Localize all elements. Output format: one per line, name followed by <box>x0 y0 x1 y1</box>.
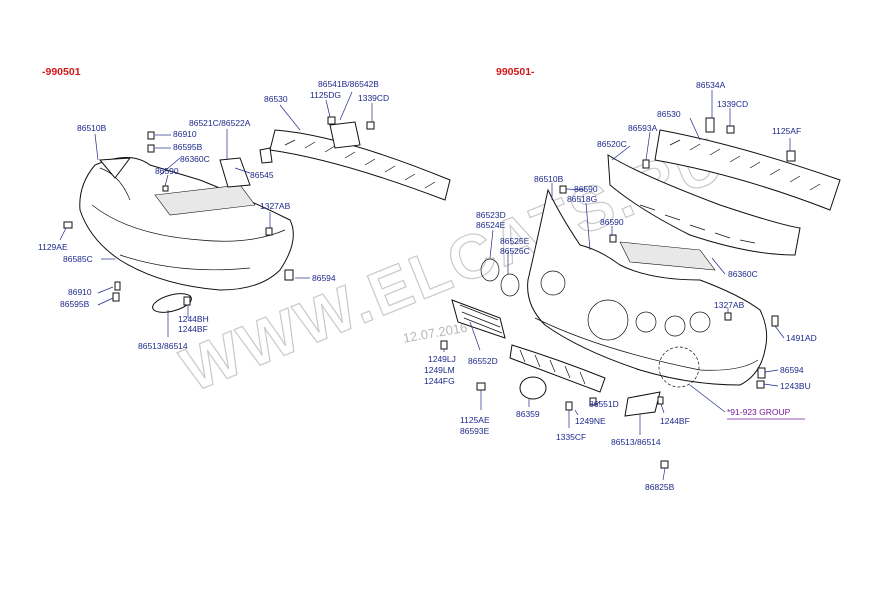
callout: 1491AD <box>786 333 817 343</box>
callout: 86590 <box>600 217 624 227</box>
right-fog-lamp <box>624 391 661 417</box>
right-emblem <box>519 376 547 400</box>
right-lower-grille <box>509 344 606 393</box>
callout: 1243BU <box>780 381 811 391</box>
left-fog-lamp <box>152 293 192 313</box>
callout: 1244FG <box>424 376 455 386</box>
group-note: *91-923 GROUP <box>727 407 791 417</box>
callout: 1125AE <box>460 415 490 425</box>
callout: 86526C <box>500 246 530 256</box>
right-fog-ring <box>480 258 700 388</box>
callout: 1327AB <box>260 201 291 211</box>
right-bumper-beam <box>654 129 841 211</box>
right-leader-lines <box>443 90 791 481</box>
callout: 86595B <box>60 299 90 309</box>
callout: 1125AF <box>772 126 801 136</box>
right-fasteners <box>440 117 796 469</box>
callout: 1249LJ <box>428 354 456 364</box>
right-grille <box>451 299 506 339</box>
callout: 86530 <box>264 94 288 104</box>
callout: 86510B <box>77 123 107 133</box>
right-front-bumper-cover <box>527 188 768 386</box>
callout: 86595B <box>173 142 203 152</box>
callout: 1244BH <box>178 314 209 324</box>
callout: 86518G <box>567 194 597 204</box>
header-before-990501: -990501 <box>42 66 81 78</box>
callout: 86545 <box>250 170 274 180</box>
callout: 86513/86514 <box>611 437 661 447</box>
callout: 1125DG <box>310 90 341 100</box>
callout: 86910 <box>173 129 197 139</box>
callout: 86510B <box>534 174 564 184</box>
callout: 1129AE <box>38 242 68 252</box>
callout: 86360C <box>180 154 210 164</box>
callout: 1249LM <box>424 365 455 375</box>
callout: 86594 <box>780 365 804 375</box>
callout: 1335CF <box>556 432 586 442</box>
left-leader-lines <box>59 91 373 337</box>
callout: 86825B <box>645 482 675 492</box>
callout: 86551D <box>589 399 619 409</box>
left-fasteners <box>63 116 375 306</box>
callout: 1339CD <box>717 99 748 109</box>
right-bumper-absorber <box>607 154 801 256</box>
callout: 86534A <box>696 80 726 90</box>
callout: 86521C/86522A <box>189 118 251 128</box>
callout: 86593E <box>460 426 490 436</box>
left-bumper-beam <box>269 129 451 201</box>
callout: 1327AB <box>714 300 745 310</box>
callout: 1339CD <box>358 93 389 103</box>
right-lower-absorber <box>619 241 716 271</box>
callout: 86520C <box>597 139 627 149</box>
left-front-bumper-cover <box>79 157 294 291</box>
left-bumper-absorber <box>154 184 256 216</box>
callout: 1244BF <box>178 324 208 334</box>
callout: 1249NE <box>575 416 606 426</box>
left-callouts: 86510B 86910 86595B 86521C/86522A 86360C… <box>38 79 389 351</box>
callout: 86552D <box>468 356 498 366</box>
right-callouts: 86534A 1339CD 86530 1125AF 86593A 86520C… <box>424 80 817 492</box>
callout: 86530 <box>657 109 681 119</box>
callout: 86910 <box>68 287 92 297</box>
callout: 1244BF <box>660 416 690 426</box>
date-stamp: 12.07.2016 <box>402 320 469 346</box>
callout: 86524E <box>476 220 506 230</box>
callout: 86541B/86542B <box>318 79 379 89</box>
callout: 86525E <box>500 236 530 246</box>
callout: 86594 <box>312 273 336 283</box>
callout: 86585C <box>63 254 93 264</box>
callout: 86590 <box>155 166 179 176</box>
callout: 86523D <box>476 210 506 220</box>
header-from-990501: 990501- <box>496 66 535 78</box>
callout: 86590 <box>574 184 598 194</box>
callout: 86593A <box>628 123 658 133</box>
callout: 86360C <box>728 269 758 279</box>
callout: 86513/86514 <box>138 341 188 351</box>
left-bracket <box>219 121 361 188</box>
callout: 86359 <box>516 409 540 419</box>
